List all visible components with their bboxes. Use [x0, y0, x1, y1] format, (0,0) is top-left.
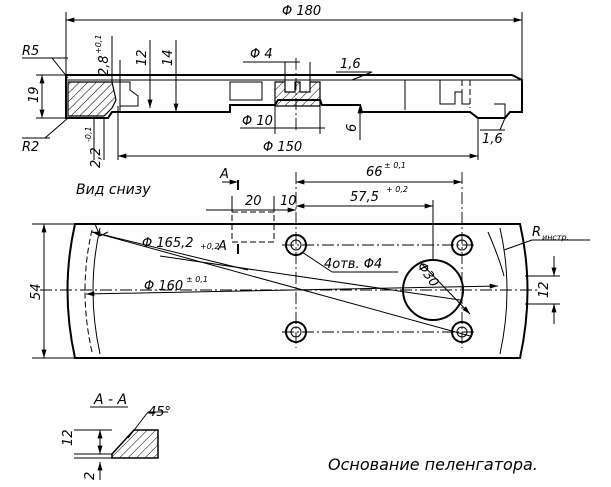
label-h2-section: 2 — [83, 472, 98, 480]
bottom-view — [32, 172, 590, 359]
label-d4-top: Φ 4 — [250, 47, 273, 62]
label-h2-2: 2,2 — [89, 147, 104, 168]
label-w57-5-tol: + 0,2 — [386, 185, 408, 194]
label-d150: Φ 150 — [263, 140, 302, 155]
label-h6: 6 — [345, 124, 360, 132]
label-w57-5: 57,5 — [350, 190, 379, 205]
label-h2-8-tol: +0,1 — [94, 35, 103, 54]
rim-section-hatch — [67, 81, 117, 117]
bottom-view-outline — [66, 223, 529, 359]
section-aa-title: А - А — [93, 392, 127, 408]
label-angle45: 45° — [148, 405, 171, 420]
label-sec-a-top: А — [219, 167, 229, 182]
label-w10: 10 — [280, 194, 297, 209]
label-d10: Φ 10 — [242, 114, 273, 129]
label-r-instr: R — [532, 225, 541, 240]
label-d30: Φ30 — [414, 260, 442, 291]
section-aa — [74, 406, 168, 480]
label-h14: 14 — [161, 49, 176, 66]
center-boss-hatch — [274, 81, 321, 107]
label-d165-2-tol: +0,2 — [200, 242, 219, 251]
label-h2-2-tol: -0,1 — [84, 126, 93, 142]
label-d1-6-top: 1,6 — [340, 57, 361, 72]
label-r-instr-sub: инстр. — [542, 233, 569, 242]
label-d160: Φ 160 — [144, 279, 183, 294]
label-d160-tol: ± 0,1 — [186, 275, 208, 284]
label-w66-tol: ± 0,1 — [384, 161, 406, 170]
label-h19: 19 — [27, 86, 42, 103]
section-aa-hatch — [111, 429, 159, 459]
label-h12-section: 12 — [61, 429, 76, 446]
hidden-slot — [231, 211, 275, 243]
label-r5: R5 — [22, 44, 39, 59]
label-w20: 20 — [245, 194, 262, 209]
drawing-caption: Основание пеленгатора. — [328, 455, 538, 474]
label-w66: 66 — [366, 165, 383, 180]
label-d165-2: Φ 165,2 — [142, 236, 194, 251]
label-d1-6-right: 1,6 — [482, 132, 503, 147]
label-h54: 54 — [29, 283, 44, 300]
side-view — [22, 12, 523, 160]
label-sec-a-left: А — [217, 239, 227, 254]
label-h2-8: 2,8 — [97, 55, 112, 76]
label-h12-top: 12 — [135, 49, 150, 66]
label-holes: 4отв. Φ4 — [324, 257, 382, 272]
label-d180: Φ 180 — [282, 4, 321, 19]
label-r2: R2 — [22, 140, 39, 155]
label-h12-right: 12 — [537, 281, 552, 298]
view-bottom-title: Вид снизу — [76, 182, 151, 198]
